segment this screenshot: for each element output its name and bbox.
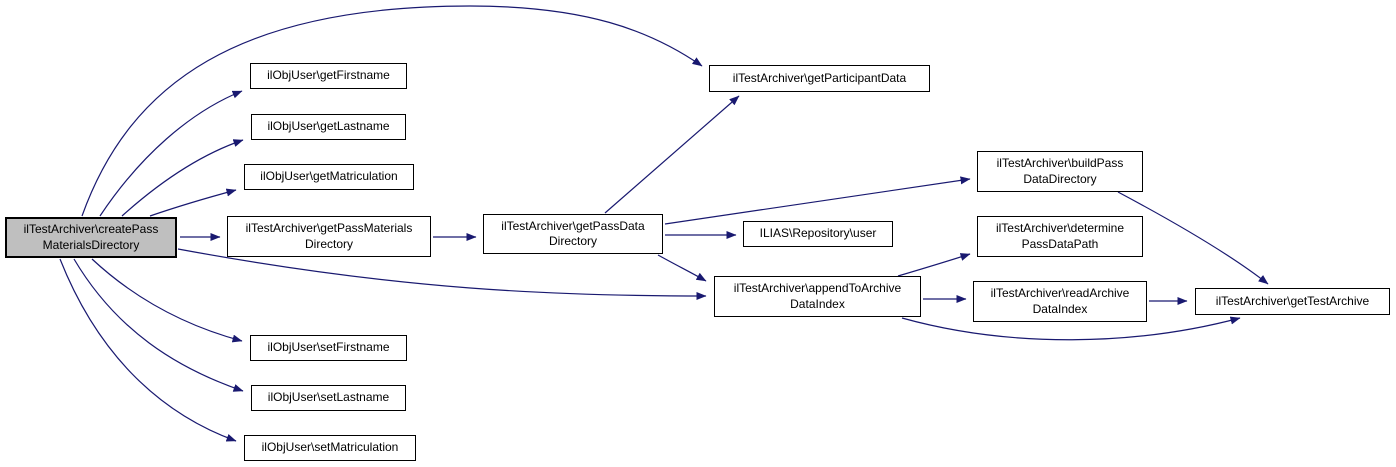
node-setLastname[interactable]: ilObjUser\setLastname [251,385,406,411]
node-appendToArchiveDataIndex[interactable]: ilTestArchiver\appendToArchive DataIndex [714,276,921,317]
edge-createPass-to-getLastname [121,139,244,217]
node-buildPassDataDirectory[interactable]: ilTestArchiver\buildPass DataDirectory [977,151,1143,192]
edge-createPass-to-setFirstname [91,258,243,343]
node-setMatriculation[interactable]: ilObjUser\setMatriculation [244,435,416,461]
edge-createPass-to-appendToArchive [177,248,707,300]
edge-createPass-to-getFirstname [99,90,243,217]
node-getPassMaterialsDirectory[interactable]: ilTestArchiver\getPassMaterials Director… [227,216,431,257]
node-repository-user[interactable]: ILIAS\Repository\user [743,221,893,247]
node-getParticipantData[interactable]: ilTestArchiver\getParticipantData [709,65,930,92]
node-setFirstname[interactable]: ilObjUser\setFirstname [250,335,407,361]
node-getPassDataDirectory[interactable]: ilTestArchiver\getPassData Directory [483,214,663,254]
edge-appendToArchive-to-determinePassDataPath [897,253,971,277]
node-createPassMaterialsDirectory[interactable]: ilTestArchiver\createPass MaterialsDirec… [5,217,177,258]
node-getMatriculation[interactable]: ilObjUser\getMatriculation [244,164,414,190]
edge-createPass-to-setMatriculation [59,258,237,442]
edge-appendToArchive-to-getTestArchive [901,316,1241,341]
node-determinePassDataPath[interactable]: ilTestArchiver\determine PassDataPath [977,216,1143,257]
edge-buildPassData-to-getTestArchive [1117,191,1269,285]
edge-createPass-to-getParticipantData [81,5,703,217]
edge-createPass-to-getMatriculation [149,188,237,217]
node-getFirstname[interactable]: ilObjUser\getFirstname [250,63,407,89]
edge-getPassData-to-getParticipantData [604,95,740,214]
edge-getPassData-to-buildPassData [664,176,971,225]
edge-getPassData-to-appendToArchive [657,254,707,282]
edge-createPass-to-setLastname [73,258,244,392]
node-getTestArchive[interactable]: ilTestArchiver\getTestArchive [1195,288,1390,315]
node-readArchiveDataIndex[interactable]: ilTestArchiver\readArchive DataIndex [973,281,1147,322]
node-getLastname[interactable]: ilObjUser\getLastname [251,114,406,140]
